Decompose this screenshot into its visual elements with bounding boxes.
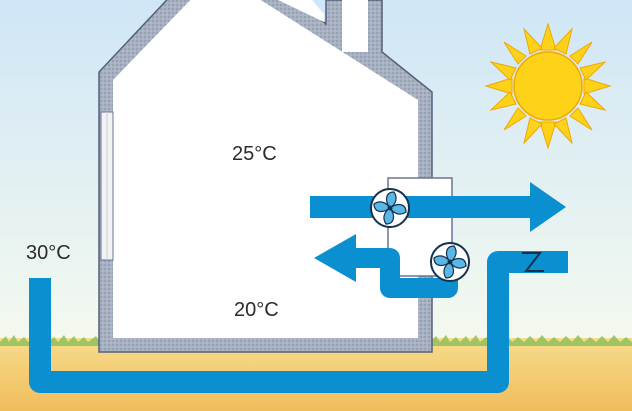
fan-icon bbox=[370, 188, 410, 228]
chimney-notch bbox=[278, 0, 324, 22]
ground-duct bbox=[29, 251, 568, 393]
exhaust-arrow bbox=[530, 182, 566, 232]
fan-icon bbox=[430, 242, 470, 282]
temp-lower-room: 20°C bbox=[234, 299, 279, 321]
zigzag-filter-icon bbox=[522, 252, 544, 272]
sun-icon bbox=[484, 22, 612, 150]
chimney-flue bbox=[342, 0, 368, 52]
temp-upper-room: 25°C bbox=[232, 143, 277, 165]
exhaust-duct bbox=[310, 196, 538, 218]
temp-ground: 30°C bbox=[26, 242, 71, 264]
supply-arrow bbox=[314, 234, 356, 282]
